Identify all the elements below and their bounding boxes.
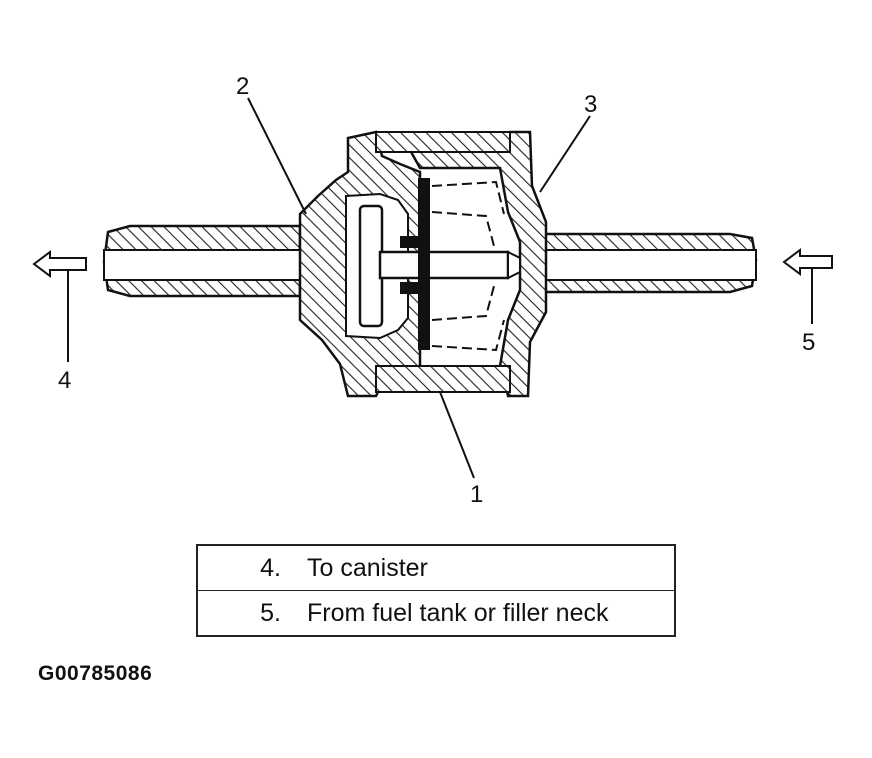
inlet-tube (527, 232, 758, 294)
housing-seam-band (375, 131, 511, 393)
callout-1: 1 (470, 481, 483, 508)
diaphragm (400, 178, 430, 350)
callout-3: 3 (584, 91, 597, 118)
legend-number: 5. (197, 590, 307, 636)
legend-row: 4. To canister (197, 545, 675, 591)
legend-row: 5. From fuel tank or filler neck (197, 590, 675, 636)
legend-number: 4. (260, 553, 281, 582)
callout-2: 2 (236, 73, 249, 100)
spring-guide (431, 180, 505, 352)
leader-lines (247, 97, 591, 479)
outlet-tube (102, 224, 315, 298)
callout-5: 5 (802, 329, 815, 356)
figure-id: G00785086 (38, 662, 153, 685)
legend-table: 4. To canister 5. From fuel tank or fill… (196, 544, 676, 637)
flow-arrow-right (782, 248, 833, 324)
flow-arrow-left (32, 250, 87, 362)
legend-text: From fuel tank or filler neck (307, 590, 675, 636)
legend-text: To canister (307, 553, 428, 582)
callout-4: 4 (58, 367, 71, 394)
valve-cross-section-diagram: 2 3 1 4 5 (32, 73, 833, 508)
valve-plunger (358, 204, 521, 328)
